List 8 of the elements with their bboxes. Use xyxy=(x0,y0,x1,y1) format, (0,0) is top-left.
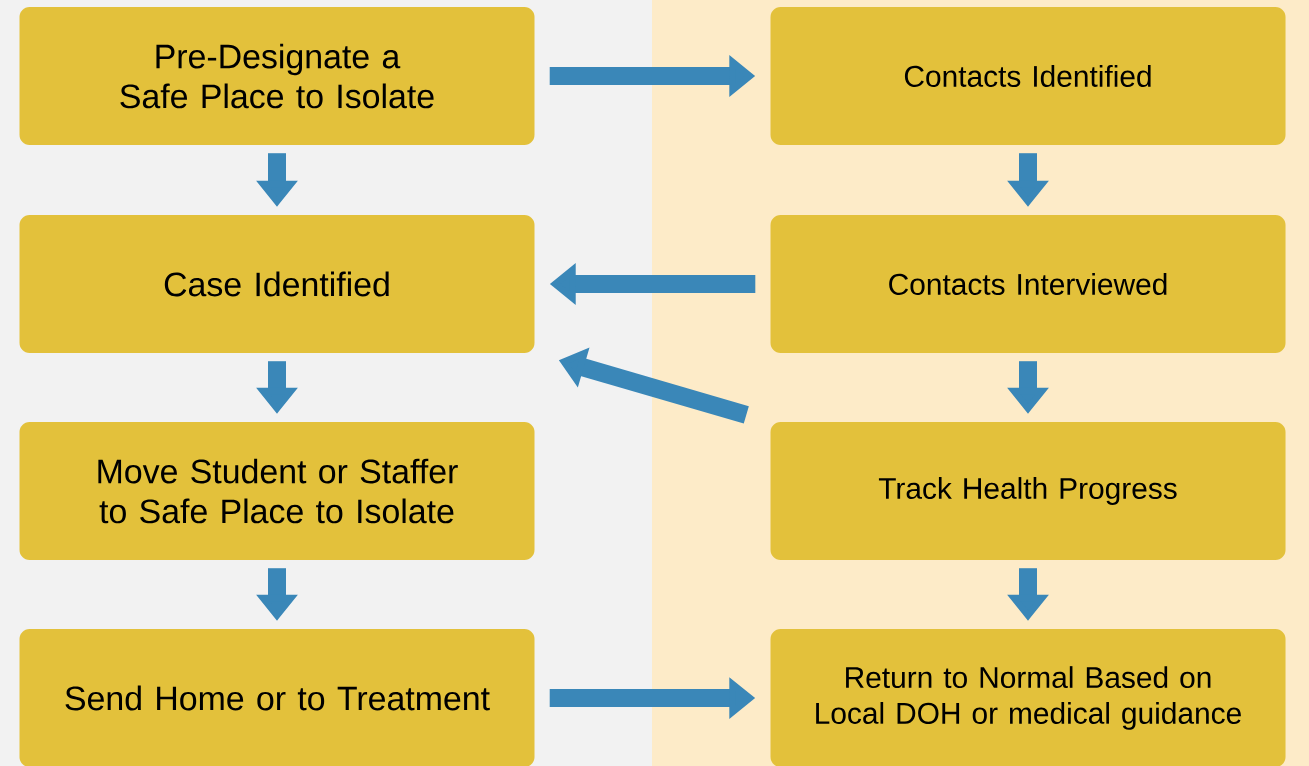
process-box: Case Identified xyxy=(19,215,535,353)
process-box: Move Student or Staffer to Safe Place to Isolate xyxy=(19,422,535,560)
process-box: Track Health Progress xyxy=(770,422,1286,560)
process-box: Contacts Identified xyxy=(770,7,1286,145)
process-box: Pre-Designate a Safe Place to Isolate xyxy=(19,7,535,145)
process-box: Contacts Interviewed xyxy=(770,215,1286,353)
process-box: Send Home or to Treatment xyxy=(19,629,535,766)
process-box: Return to Normal Based on Local DOH or medical guidance xyxy=(770,629,1286,766)
